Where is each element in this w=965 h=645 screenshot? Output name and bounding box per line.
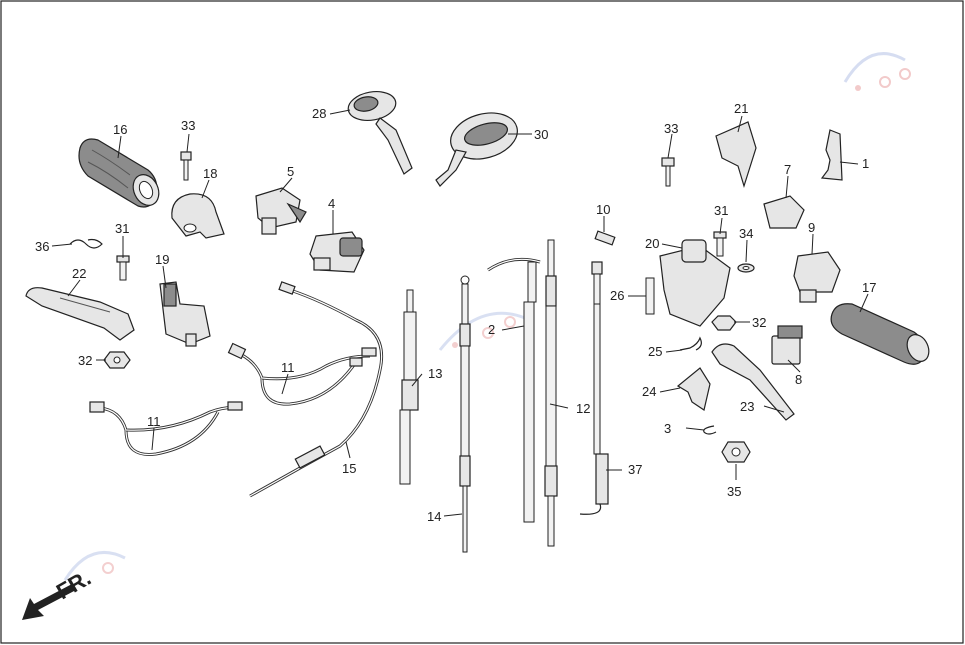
throttle-cable-part <box>579 261 609 515</box>
label-part-16: 16 <box>113 122 127 137</box>
right-lever-part <box>711 343 795 421</box>
label-part-36: 36 <box>35 239 49 254</box>
left-lever-part <box>25 287 135 341</box>
left-mirror-part <box>347 90 413 175</box>
label-part-2: 2 <box>488 322 495 337</box>
label-part-5: 5 <box>287 164 294 179</box>
label-part-7: 7 <box>784 162 791 177</box>
label-part-20: 20 <box>645 236 659 251</box>
spring-part <box>679 336 702 351</box>
left-switch-part <box>255 187 307 235</box>
label-part-26: 26 <box>610 288 624 303</box>
label-part-35: 35 <box>727 484 741 499</box>
bolt-part <box>180 151 192 181</box>
label-part-32-left: 32 <box>78 353 92 368</box>
label-part-23: 23 <box>740 399 754 414</box>
switch-housing-part <box>171 193 225 239</box>
pin-part <box>645 277 655 315</box>
label-part-30: 30 <box>534 127 548 142</box>
brake-cable-part <box>249 281 384 498</box>
nut-part <box>721 441 751 463</box>
right-grip-part <box>830 303 930 365</box>
adjuster-part <box>594 230 616 246</box>
label-part-12: 12 <box>576 401 590 416</box>
label-part-21: 21 <box>734 101 748 116</box>
label-part-33-right: 33 <box>664 121 678 136</box>
label-part-34: 34 <box>739 226 753 241</box>
throttle-cable-part <box>459 275 471 553</box>
label-part-22: 22 <box>72 266 86 281</box>
clip-part <box>820 129 843 181</box>
watermark-logo <box>843 52 911 91</box>
front-direction-arrow <box>22 584 76 620</box>
right-switch-part <box>309 231 365 273</box>
right-mirror-part <box>435 112 518 187</box>
master-cylinder-part <box>659 239 731 327</box>
label-part-13: 13 <box>428 366 442 381</box>
bracket-part <box>676 367 711 411</box>
label-part-33-left: 33 <box>181 118 195 133</box>
speedo-cable-part <box>487 257 541 523</box>
label-part-9: 9 <box>808 220 815 235</box>
label-part-18: 18 <box>203 166 217 181</box>
label-part-15: 15 <box>342 461 356 476</box>
brake-switch-part <box>159 281 211 347</box>
wiring-lead-part <box>89 401 243 456</box>
label-part-4: 4 <box>328 196 335 211</box>
bolt-part <box>713 231 727 257</box>
label-part-28: 28 <box>312 106 326 121</box>
nut-part <box>711 315 737 331</box>
watermark-logo <box>438 311 526 351</box>
label-part-1: 1 <box>862 156 869 171</box>
label-part-3: 3 <box>664 421 671 436</box>
label-part-11-lower: 11 <box>147 414 161 429</box>
label-part-32-right: 32 <box>752 315 766 330</box>
watermark-logo <box>63 550 126 581</box>
label-part-31-left: 31 <box>115 221 129 236</box>
control-cable-part <box>399 289 419 485</box>
spring-clip-part <box>69 238 103 249</box>
c-clip-part <box>703 425 717 435</box>
wiring-lead-part <box>227 342 377 406</box>
label-part-11-upper: 11 <box>281 360 295 375</box>
label-part-31-right: 31 <box>714 203 728 218</box>
nut-part <box>103 351 131 369</box>
brake-light-switch-part <box>771 325 803 365</box>
label-part-37: 37 <box>628 462 642 477</box>
left-grip-part <box>78 138 160 208</box>
label-part-8: 8 <box>795 372 802 387</box>
leader-lines <box>51 109 869 517</box>
label-part-24: 24 <box>642 384 656 399</box>
label-part-14: 14 <box>427 509 441 524</box>
cover-part <box>715 121 757 189</box>
kill-switch-part <box>793 251 841 303</box>
washer-part <box>737 263 755 273</box>
label-part-10: 10 <box>596 202 610 217</box>
choke-cable-part <box>544 239 558 547</box>
label-part-17: 17 <box>862 280 876 295</box>
part-number-labels: 1 2 3 4 5 7 8 9 10 11 11 12 13 14 15 16 … <box>35 101 876 524</box>
label-part-25: 25 <box>648 344 662 359</box>
label-part-19: 19 <box>155 252 169 267</box>
